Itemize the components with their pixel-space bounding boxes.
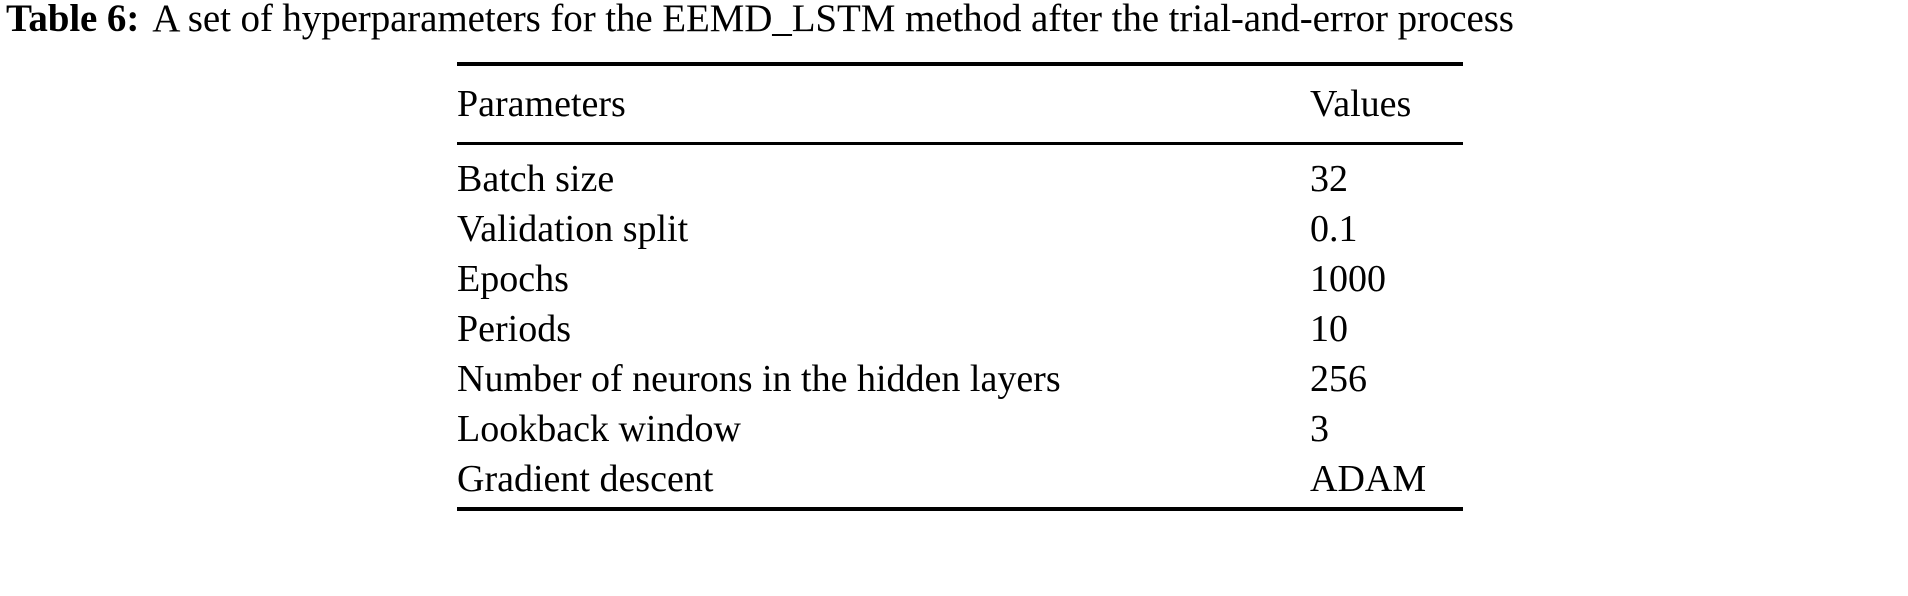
row-parameter: Batch size [457,158,615,200]
table-body-grid: Batch size 32 Validation split 0.1 Epoch… [457,145,1463,507]
table-row: Epochs 1000 [457,254,1463,304]
table-top-rule [457,62,1463,66]
hyperparameters-table: Parameters Values Batch size 32 Validati… [457,62,1463,511]
table-mid-rule [457,142,1463,145]
table-row: Gradient descent ADAM [457,454,1463,507]
row-value: ADAM [1310,458,1427,500]
row-parameter: Lookback window [457,408,741,450]
row-value: 0.1 [1310,208,1358,250]
row-value: 3 [1310,408,1329,450]
row-value: 256 [1310,358,1367,400]
table-head: Parameters Values [457,66,1463,142]
table-grid: Parameters Values [457,66,1463,142]
table-header-row: Parameters Values [457,66,1463,142]
row-value: 10 [1310,308,1348,350]
row-parameter: Number of neurons in the hidden layers [457,358,1061,400]
table-caption: Table 6: A set of hyperparameters for the… [6,0,1908,42]
table-bottom-rule [457,507,1463,511]
row-value: 32 [1310,158,1348,200]
caption-label: Table 6: [6,0,140,40]
table-row: Lookback window 3 [457,404,1463,454]
table-row: Periods 10 [457,304,1463,354]
row-parameter: Epochs [457,258,569,300]
table-row: Batch size 32 [457,145,1463,204]
row-value: 1000 [1310,258,1386,300]
row-parameter: Periods [457,308,571,350]
row-parameter: Validation split [457,208,689,250]
column-header-values: Values [1310,83,1412,125]
row-parameter: Gradient descent [457,458,714,500]
table-row: Validation split 0.1 [457,204,1463,254]
table-body: Batch size 32 Validation split 0.1 Epoch… [457,145,1463,507]
table-row: Number of neurons in the hidden layers 2… [457,354,1463,404]
caption-text: A set of hyperparameters for the EEMD_LS… [152,0,1514,40]
column-header-parameters: Parameters [457,83,626,125]
